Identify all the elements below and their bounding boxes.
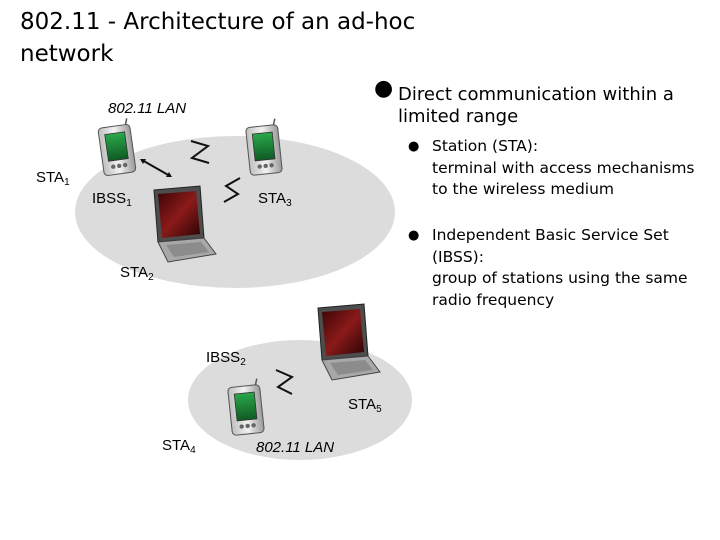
ibss1-label: IBSS1 (92, 190, 132, 209)
page-title: 802.11 - Architecture of an ad-hoc netwo… (20, 9, 416, 67)
sta4-pda-icon (226, 377, 266, 437)
sub-bullet-heading: Station (STA): (432, 137, 539, 155)
wireless-link-icon (223, 177, 241, 203)
sta4-label: STA4 (162, 437, 196, 456)
bullet-dot-icon: ● (408, 228, 420, 243)
sta5-label: STA5 (348, 396, 382, 415)
sta3-pda-icon (244, 117, 284, 177)
lan-label: 802.11 LAN (108, 100, 187, 117)
wireless-link-icon (140, 159, 172, 177)
sta2-label: STA2 (120, 264, 154, 283)
sub-bullet-text: group of stations using the same radio f… (432, 269, 688, 309)
lan-label: 802.11 LAN (256, 439, 335, 456)
ibss2-label: IBSS2 (206, 349, 246, 368)
sub-bullet-text: terminal with access mechanisms to the w… (432, 158, 695, 199)
wireless-link-icon (275, 369, 295, 395)
bullet-dot-icon: ● (408, 139, 420, 154)
sta1-label: STA1 (36, 169, 70, 188)
main-bullet-text: Direct communication within a limited ra… (398, 84, 674, 127)
ibss1-area (75, 136, 395, 288)
sta1-pda-icon (96, 117, 137, 177)
sta3-label: STA3 (258, 190, 292, 209)
sta5-laptop-icon (317, 303, 381, 381)
sub-bullet-heading: Independent Basic Service Set (IBSS): (432, 226, 669, 266)
bullet-dot-icon: ● (374, 76, 394, 101)
